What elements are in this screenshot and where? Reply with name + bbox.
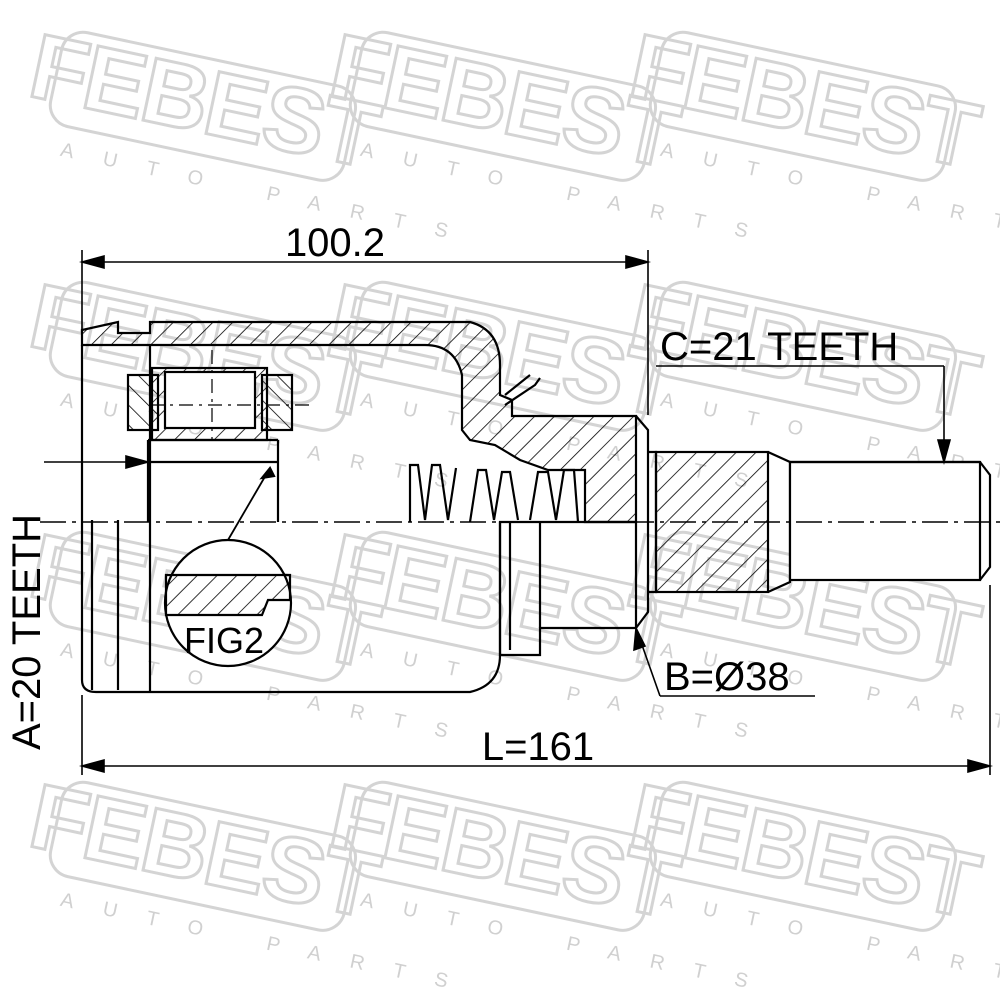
fig2-label: FIG2 <box>184 620 264 661</box>
output-shaft <box>635 415 992 629</box>
fig2-detail <box>163 465 293 668</box>
housing-body <box>80 345 638 694</box>
inner-spring <box>408 463 580 523</box>
housing-length-label: 100.2 <box>285 221 385 265</box>
inner-spline-label: A=20 TEETH <box>5 514 49 750</box>
dimension-lines <box>44 250 994 775</box>
tripod-roller <box>126 350 310 522</box>
seal-boss <box>498 522 636 657</box>
total-length-label: L=161 <box>482 725 594 769</box>
cv-joint-part <box>40 320 1000 694</box>
circlip <box>504 374 541 406</box>
outer-spline-label: C=21 TEETH <box>660 325 898 369</box>
seal-diameter-label: B=Ø38 <box>664 655 790 699</box>
